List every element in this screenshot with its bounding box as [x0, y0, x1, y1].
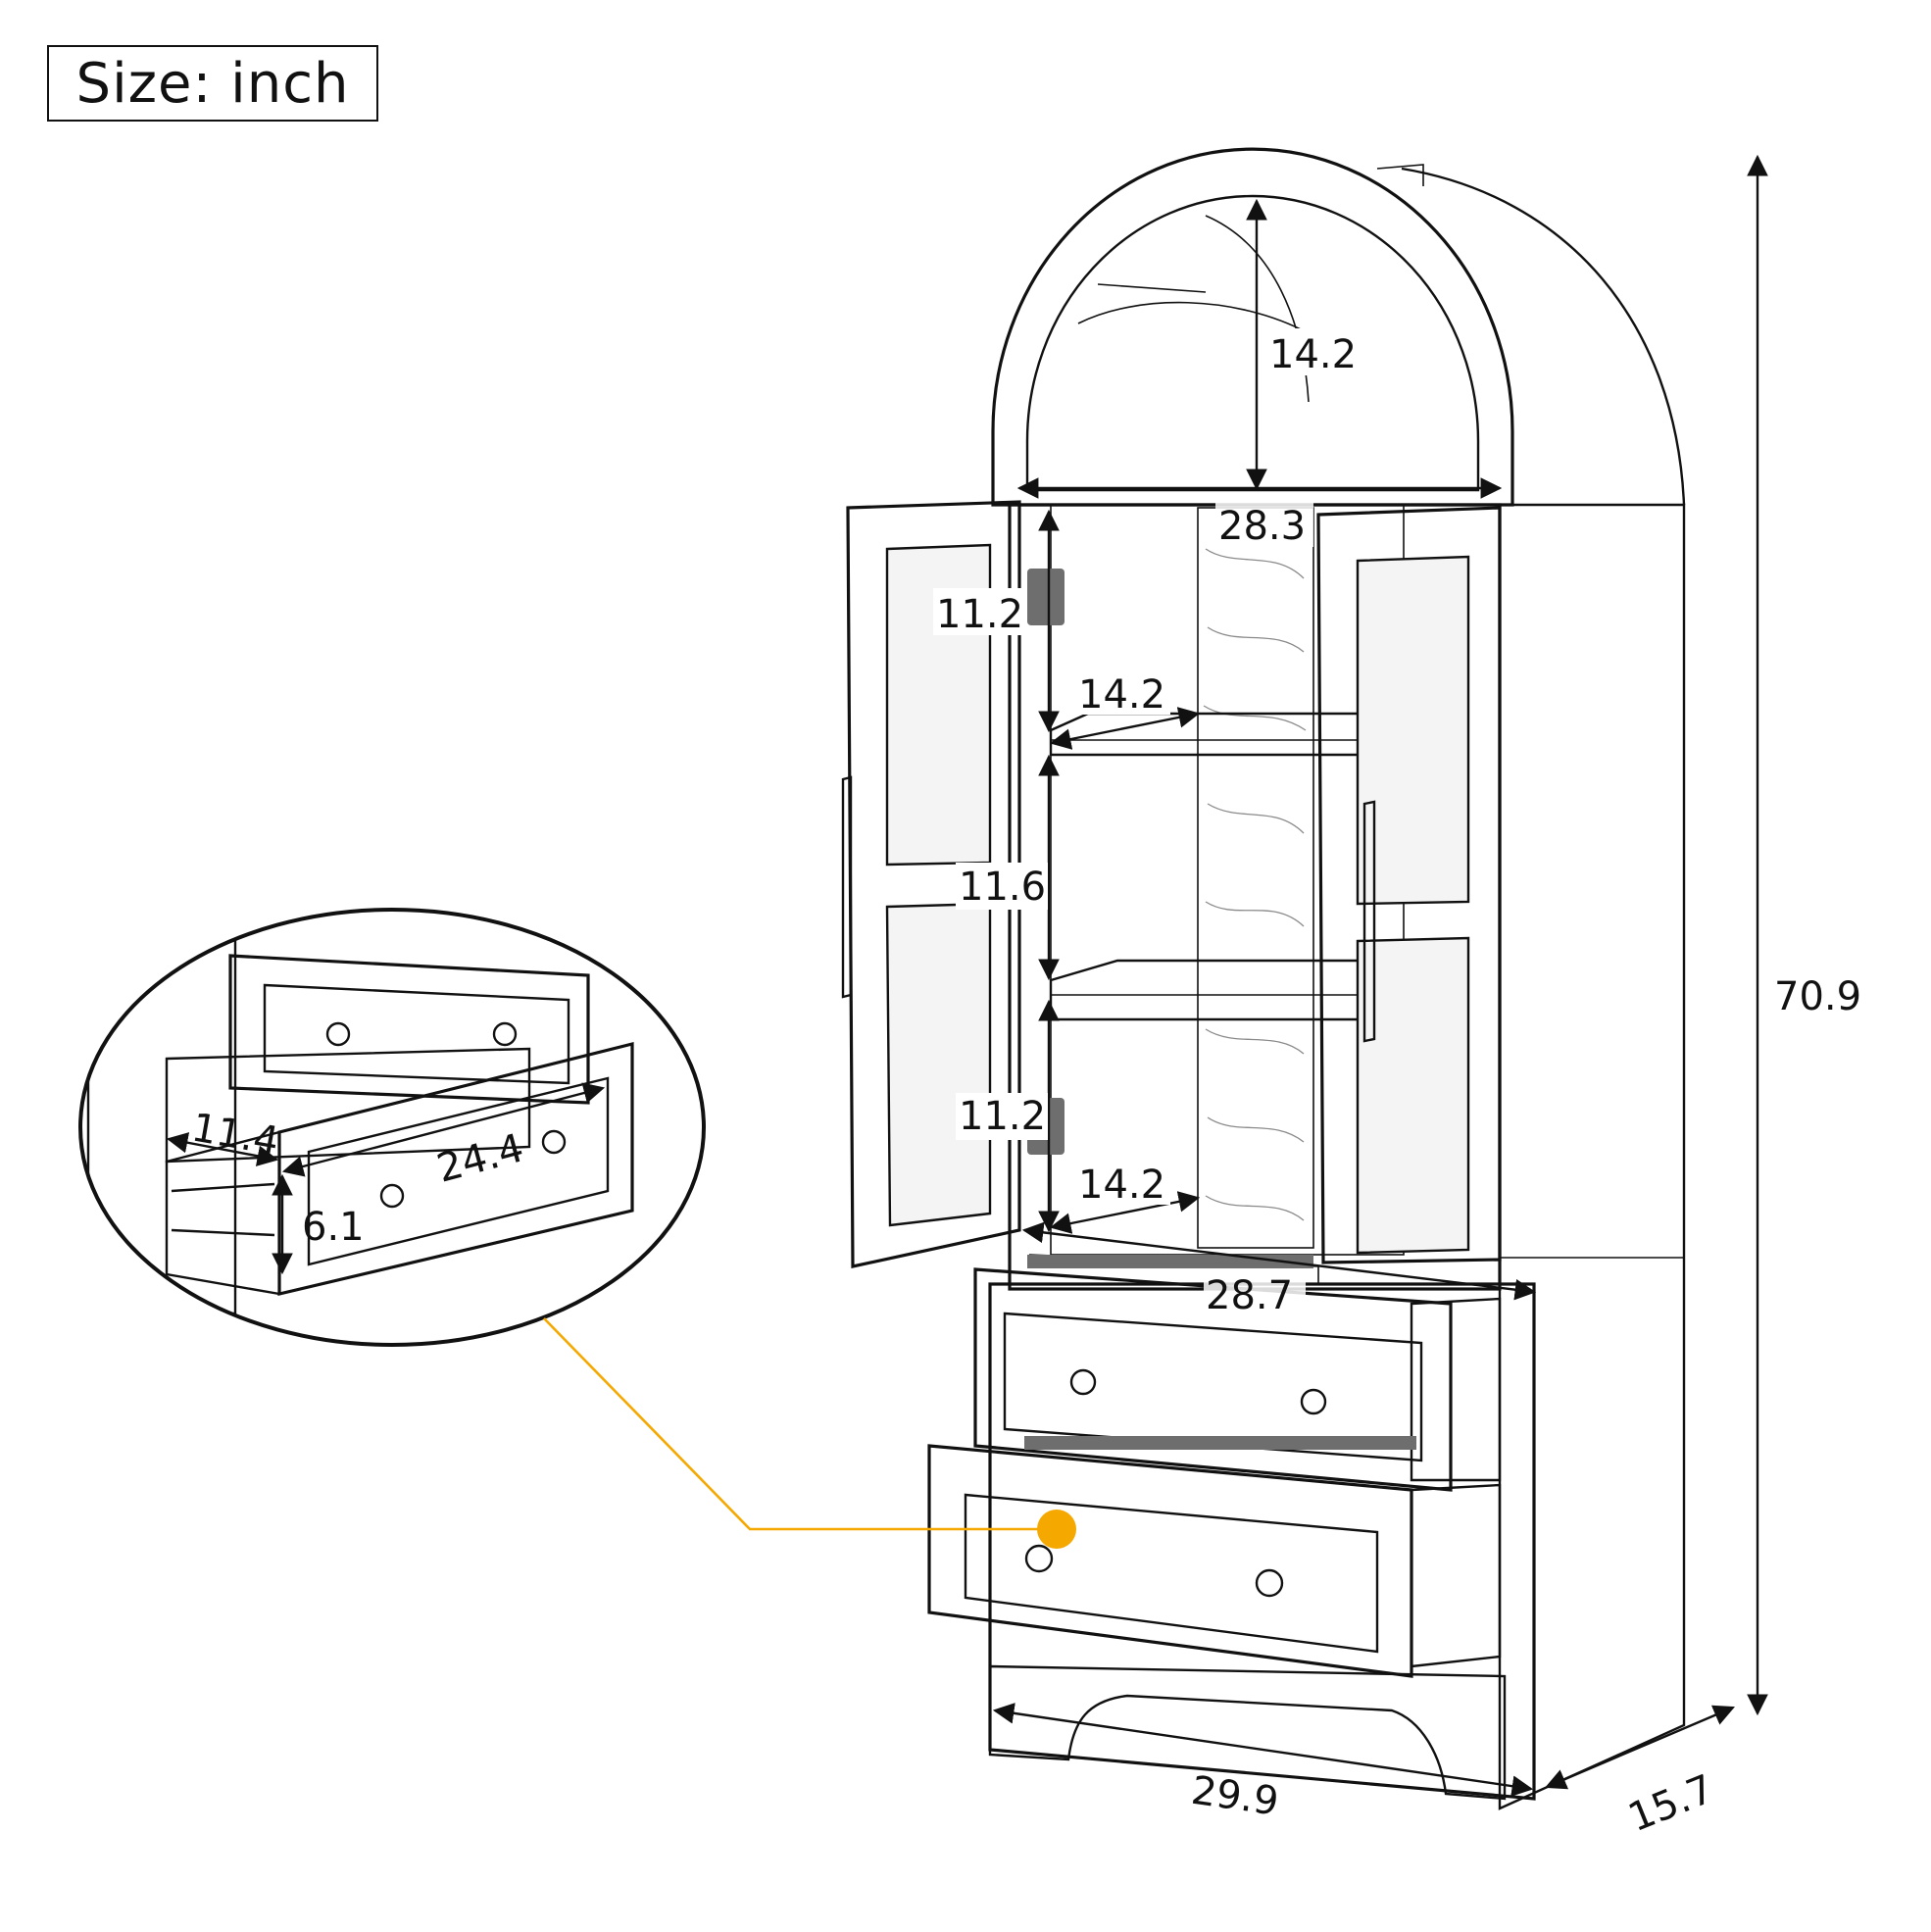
upper-hinge [1027, 569, 1065, 625]
total-width-line [992, 1703, 1534, 1797]
total-depth-label: 15.7 [1622, 1766, 1720, 1841]
cabinet-side-panel [1498, 503, 1686, 1810]
arch-frame [991, 147, 1514, 507]
lower-shelf-depth-label: 14.2 [1078, 1163, 1165, 1208]
inner-width-label: 28.7 [1206, 1273, 1293, 1318]
dimension-lines [166, 154, 1768, 1797]
size-label: Size: inch [47, 45, 378, 122]
upper-shelf-depth-line [1049, 707, 1201, 750]
top-width-label: 28.3 [1218, 504, 1306, 549]
callout-leader-line [543, 1317, 1054, 1531]
drawer-depth-line [166, 1132, 279, 1166]
total-width-label: 29.9 [1189, 1768, 1282, 1825]
inset-ellipse [78, 908, 706, 1347]
arch-opening [1025, 194, 1480, 492]
lower-compartment-label: 11.2 [959, 1094, 1046, 1139]
drawer-width-line [281, 1082, 606, 1177]
total-depth-line [1545, 1705, 1735, 1790]
upper-compartment-label: 11.2 [936, 592, 1023, 637]
lower-shelf [1049, 959, 1404, 1021]
upper-shelf [1049, 712, 1404, 757]
lower-drawer [927, 1444, 1502, 1678]
upper-shelf-depth-label: 14.2 [1078, 672, 1165, 718]
arch-height-label: 14.2 [1269, 332, 1357, 377]
right-glass-door [1316, 506, 1502, 1264]
total-height-label: 70.9 [1774, 974, 1861, 1019]
inner-width-line [1021, 1221, 1537, 1301]
left-door-handle [841, 775, 853, 999]
dimension-labels: 14.2 28.3 11.2 14.2 11.6 11.2 14.2 28.7 … [188, 328, 1861, 1841]
middle-compartment-label: 11.6 [959, 865, 1046, 910]
drawer-gap-upper [1027, 1255, 1313, 1268]
right-door-handle [1362, 800, 1376, 1043]
drawer-height-label: 6.1 [302, 1205, 365, 1250]
back-panel-grain [1203, 548, 1307, 1221]
callout-dot [1037, 1510, 1076, 1549]
cabinet [841, 147, 1686, 1810]
drawer-gap-lower [1024, 1436, 1416, 1450]
